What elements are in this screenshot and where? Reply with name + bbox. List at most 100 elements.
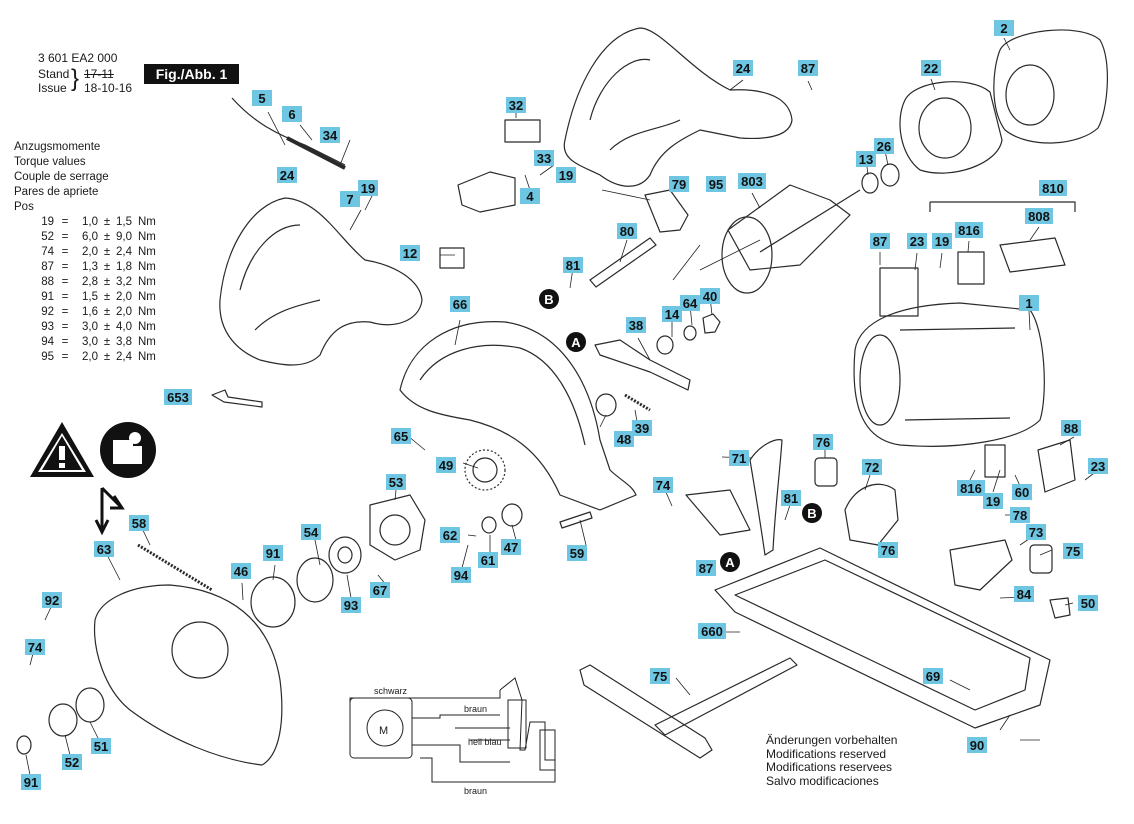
svg-text:14: 14 [665,307,680,322]
torque-unit: Nm [138,231,156,243]
callout-74: 74 [653,477,673,493]
part-nut-40 [702,313,721,334]
svg-text:87: 87 [699,561,713,576]
svg-text:84: 84 [1017,587,1032,602]
part-bearing-13 [861,172,879,194]
callout-40: 40 [700,288,720,304]
svg-text:74: 74 [656,478,671,493]
torque-min: 3,0 [82,336,98,348]
callout-34: 34 [320,127,340,143]
wire-label-braun-mid: braun [464,704,488,714]
torque-table: Anzugsmomente Torque values Couple de se… [14,140,156,365]
callout-81: 81 [781,490,801,506]
svg-text:26: 26 [877,139,891,154]
torque-pos: 93 [41,321,54,333]
part-guide-rule [654,657,798,736]
callout-58: 58 [129,515,149,531]
callout-13: 13 [856,151,876,167]
svg-text:5: 5 [258,91,265,106]
svg-text:90: 90 [970,738,984,753]
torque-pm: ± [103,321,111,333]
torque-eq: = [61,336,69,348]
doc-number: 3 601 EA2 000 [38,51,118,65]
part-spring [137,543,213,592]
stand-value: 17-11 [84,67,114,81]
callout-50: 50 [1078,595,1098,611]
torque-min: 6,0 [82,231,98,243]
svg-text:61: 61 [481,553,495,568]
svg-text:59: 59 [570,546,584,561]
callout-91: 91 [263,545,283,561]
svg-text:12: 12 [403,246,417,261]
svg-text:A: A [571,335,581,350]
svg-text:53: 53 [389,475,403,490]
torque-eq: = [61,261,69,273]
svg-text:94: 94 [454,568,469,583]
svg-text:87: 87 [873,234,887,249]
callout-816: 816 [957,480,985,496]
svg-text:91: 91 [24,775,38,790]
stand-label: Stand [38,67,70,81]
svg-text:B: B [544,292,553,307]
svg-text:19: 19 [559,168,573,183]
torque-pm: ± [103,246,111,258]
callout-84: 84 [1014,586,1034,602]
callout-38: 38 [626,317,646,333]
callout-78: 78 [1010,507,1030,523]
svg-text:58: 58 [132,516,146,531]
svg-text:69: 69 [926,669,940,684]
callout-19: 19 [932,233,952,249]
part-spring-washer [595,393,617,417]
svg-text:76: 76 [881,543,895,558]
brace-icon: } [71,65,80,92]
part-ring-26 [880,163,900,187]
torque-pos: 87 [41,261,54,273]
svg-text:91: 91 [266,546,280,561]
svg-text:810: 810 [1042,181,1064,196]
callout-93: 93 [341,597,361,613]
callout-2: 2 [994,20,1014,36]
callout-48: 48 [614,431,634,447]
part-flange [250,576,296,628]
svg-text:46: 46 [234,564,248,579]
torque-pm: ± [103,261,111,273]
part-group-bracket-810 [929,201,1076,212]
svg-text:95: 95 [709,177,723,192]
svg-text:47: 47 [504,540,518,555]
torque-title-es: Pares de apriete [14,186,99,198]
callout-91: 91 [21,774,41,790]
svg-text:2: 2 [1000,21,1007,36]
torque-min: 1,5 [82,291,98,303]
callout-33: 33 [534,150,554,166]
svg-text:40: 40 [703,289,717,304]
svg-text:87: 87 [801,61,815,76]
callout-53: 53 [386,474,406,490]
callout-80: 80 [617,223,637,239]
torque-pos: 92 [41,306,54,318]
part-switch [457,171,516,213]
note-en: Modifications reserved [766,746,887,761]
part-depth-bracket [594,339,691,391]
torque-pos: 95 [41,351,54,363]
issue-value: 18-10-16 [84,81,133,95]
callout-4: 4 [520,188,540,204]
svg-text:88: 88 [1064,421,1078,436]
torque-unit: Nm [138,276,156,288]
callout-54: 54 [301,524,321,540]
figure-label: Fig./Abb. 1 [144,64,239,84]
torque-eq: = [61,231,69,243]
reference-marker-b: B [802,503,822,523]
callout-653: 653 [164,389,192,405]
svg-text:62: 62 [443,528,457,543]
warning-triangle-icon [30,422,94,477]
part-washer-64 [683,325,697,341]
svg-text:74: 74 [28,640,43,655]
note-fr: Modifications reservees [766,760,893,774]
